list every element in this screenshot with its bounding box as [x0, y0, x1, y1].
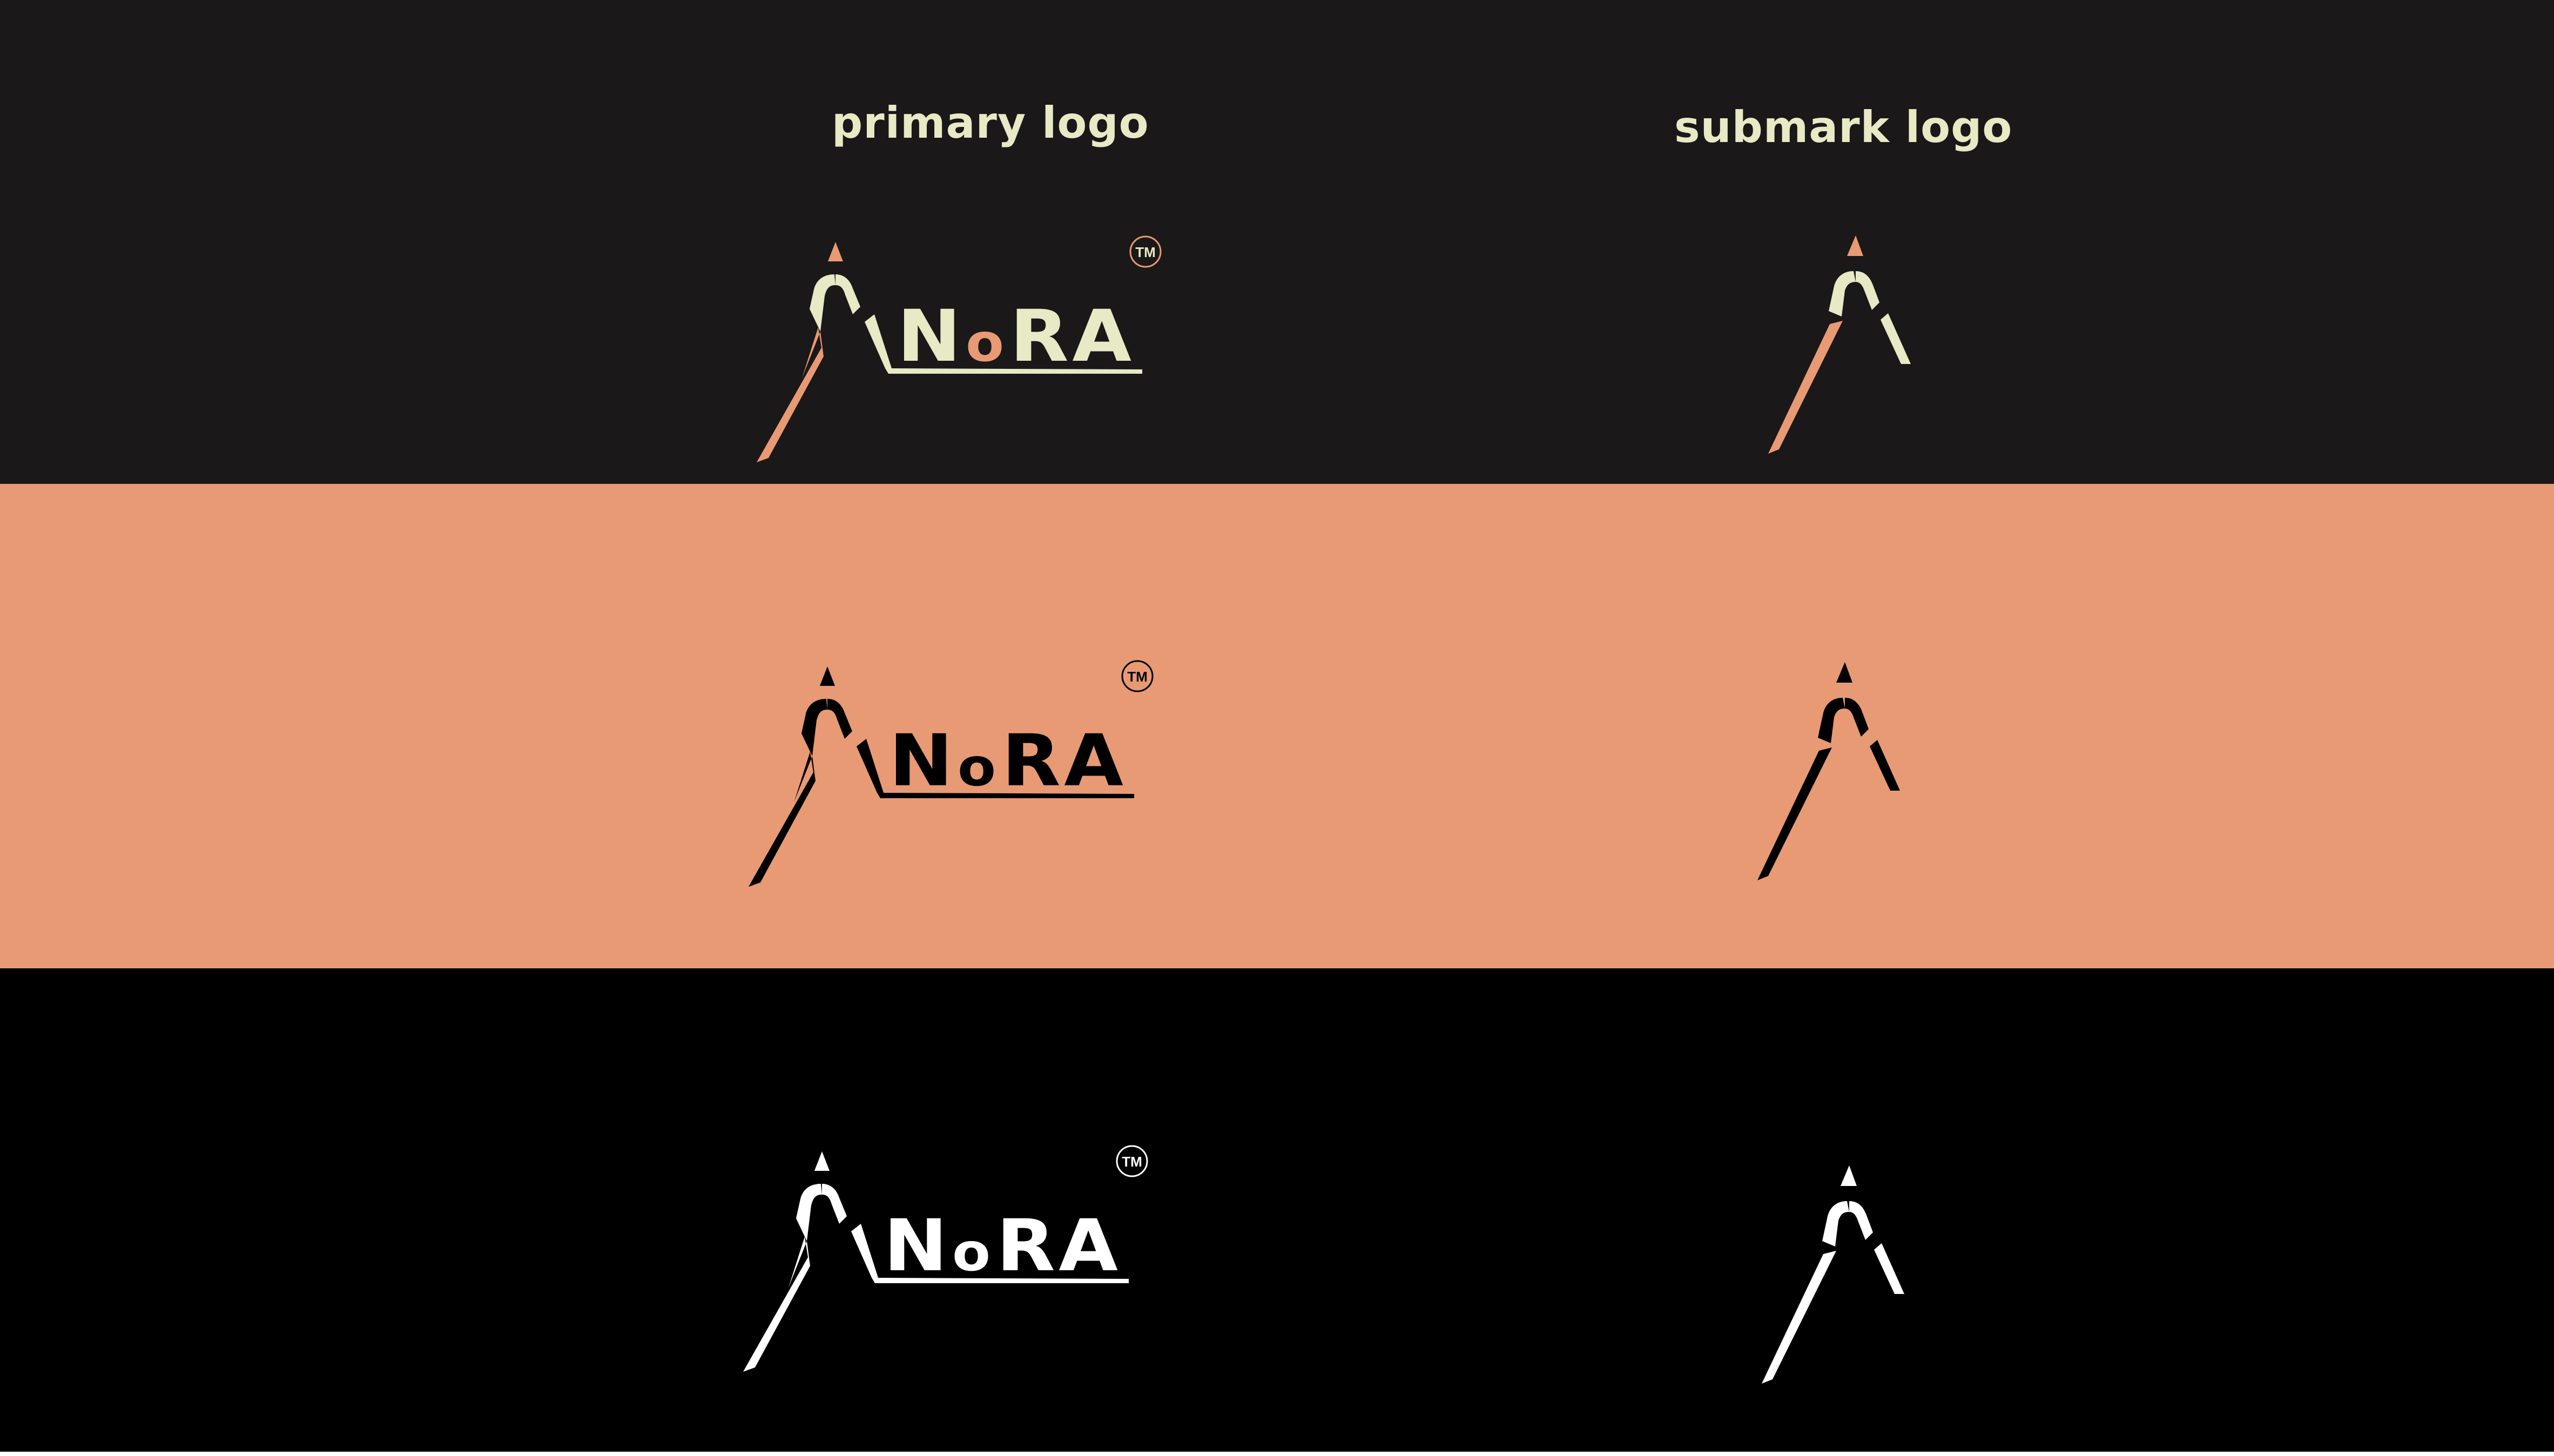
- submark-logo-peach: [1757, 662, 1900, 880]
- svg-text:TM: TM: [1122, 1154, 1142, 1170]
- primary-logo-heading: primary logo: [832, 98, 1149, 148]
- bottom-edge-strip: [0, 1452, 2554, 1456]
- dark-band: primary logo submark logo: [0, 0, 2554, 484]
- peach-band: [0, 484, 2554, 968]
- submark-logo-heading: submark logo: [1674, 102, 2013, 152]
- black-band: [0, 968, 2554, 1452]
- svg-text:TM: TM: [1135, 244, 1156, 260]
- submark-logo-dark: [1768, 235, 1911, 454]
- svg-text:TM: TM: [1127, 669, 1148, 685]
- submark-logo-black: [1762, 1165, 1904, 1384]
